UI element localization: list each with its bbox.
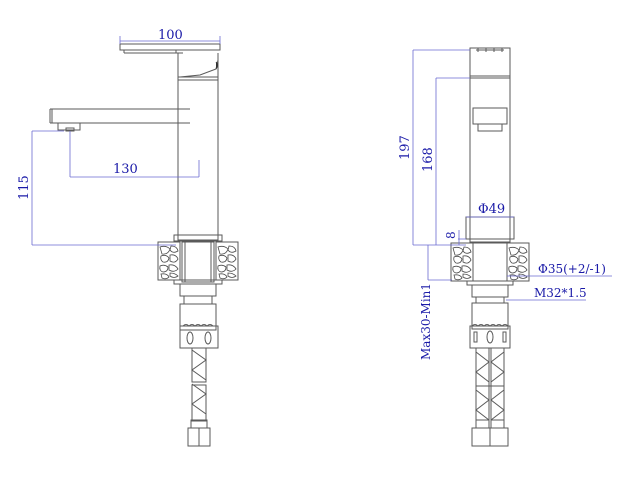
mounting-shank <box>173 241 223 331</box>
tap-body <box>177 76 219 241</box>
base-collar <box>465 216 515 240</box>
countertop-section-right-front <box>506 242 530 282</box>
dimension-body-height: 168 <box>421 77 470 245</box>
dimension-base-diameter: Φ49 <box>466 202 514 218</box>
dimension-label-130: 130 <box>113 162 138 177</box>
dimension-thread: M32*1.5 <box>506 286 587 301</box>
dimension-label-197: 197 <box>398 135 413 160</box>
tap-body-front <box>469 77 511 243</box>
dimension-label-8: 8 <box>444 231 458 239</box>
handle-lever <box>119 43 221 78</box>
dimension-label-phi49: Φ49 <box>478 202 505 217</box>
dimension-label-168: 168 <box>421 147 436 172</box>
braided-hoses-front <box>471 347 509 447</box>
dimension-deck-thickness: Max30-Min1 <box>419 245 452 360</box>
mounting-shank-front <box>466 242 514 330</box>
dimension-hole-diameter: Φ35(+2/-1) <box>507 262 612 277</box>
dimension-base-height: 8 <box>444 230 466 245</box>
dimension-label-m32: M32*1.5 <box>534 286 587 300</box>
dimension-label-100: 100 <box>158 28 183 43</box>
braided-hose <box>187 347 211 447</box>
dimension-total-height: 197 <box>398 49 470 246</box>
countertop-section-left-front <box>450 242 474 282</box>
dimension-spout-reach: 130 <box>69 131 200 178</box>
dimension-label-115: 115 <box>17 175 32 200</box>
countertop-section-left <box>157 241 181 281</box>
dimension-label-phi35: Φ35(+2/-1) <box>538 262 606 276</box>
handle-top <box>469 47 511 79</box>
dimension-handle-length: 100 <box>119 28 221 44</box>
countertop-section-right <box>215 241 239 281</box>
dimension-label-deck-thickness: Max30-Min1 <box>419 283 433 360</box>
base-flange <box>173 234 223 242</box>
hex-nut <box>179 324 219 349</box>
dimension-spout-height: 115 <box>17 130 176 246</box>
hex-nut-front <box>469 324 511 349</box>
side-view: 100 130 115 <box>17 28 239 447</box>
spout <box>49 108 190 132</box>
front-view: 197 168 Φ49 8 Φ35(+2/-1) M32*1.5 Max30-M… <box>398 47 612 447</box>
